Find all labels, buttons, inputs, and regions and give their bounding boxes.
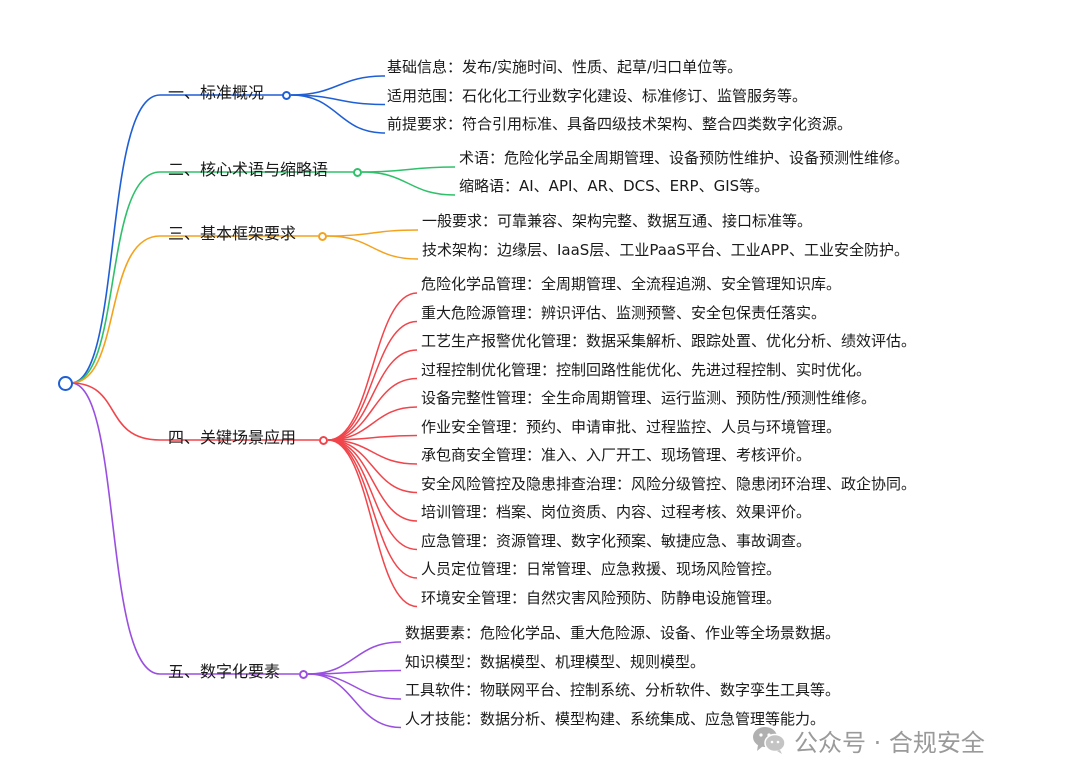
leaf-edge	[327, 349, 418, 441]
leaf-item: 作业安全管理：预约、申请审批、过程监控、人员与环境管理。	[421, 417, 842, 436]
leaf-edge	[327, 406, 418, 441]
leaf-item: 安全风险管控及隐患排查治理：风险分级管控、隐患闭环治理、政企协同。	[421, 474, 917, 493]
leaf-item: 培训管理：档案、岗位资质、内容、过程考核、效果评价。	[421, 503, 812, 521]
category-node[interactable]	[352, 167, 362, 177]
category-title: 五、数字化要素	[168, 662, 281, 681]
leaf-edge	[327, 439, 418, 494]
category-title: 一、标准概况	[168, 83, 265, 102]
branch-edge	[70, 94, 161, 384]
leaf-item: 危险化学品管理：全周期管理、全流程追溯、安全管理知识库。	[421, 275, 842, 293]
leaf-edge	[327, 439, 418, 465]
category-node[interactable]	[298, 669, 308, 679]
leaf-item: 承包商安全管理：准入、入厂开工、现场管理、考核评价。	[421, 446, 812, 464]
leaf-item: 设备完整性管理：全生命周期管理、运行监测、预防性/预测性维修。	[421, 389, 877, 407]
leaf-edge	[307, 669, 402, 675]
leaf-edge	[326, 229, 419, 237]
leaf-edge	[290, 94, 386, 134]
leaf-edge	[307, 641, 402, 675]
leaf-edge	[327, 439, 418, 551]
branch-edge	[70, 235, 161, 384]
wechat-icon	[753, 727, 786, 754]
category-title: 三、基本框架要求	[168, 224, 297, 243]
leaf-item: 工艺生产报警优化管理：数据采集解析、跟踪处置、优化分析、绩效评估。	[421, 332, 917, 350]
leaf-item: 前提要求：符合引用标准、具备四级技术架构、整合四类数字化资源。	[387, 115, 853, 133]
root-node[interactable]	[57, 375, 73, 391]
leaf-item: 知识模型：数据模型、机理模型、规则模型。	[405, 652, 706, 671]
leaf-edge	[327, 377, 418, 441]
leaf-item: 过程控制优化管理：控制回路性能优化、先进过程控制、实时优化。	[421, 360, 872, 379]
leaf-edge	[361, 171, 456, 196]
leaf-item: 一般要求：可靠兼容、架构完整、数据互通、接口标准等。	[422, 212, 813, 230]
leaf-item: 人员定位管理：日常管理、应急救援、现场风险管控。	[421, 560, 782, 578]
leaf-item: 应急管理：资源管理、数字化预案、敏捷应急、事故调查。	[421, 531, 812, 550]
category-node[interactable]	[281, 90, 291, 100]
leaf-item: 基础信息：发布/实施时间、性质、起草/归口单位等。	[387, 58, 743, 76]
leaf-edge	[361, 166, 456, 173]
leaf-edge	[307, 673, 402, 729]
leaf-edge	[327, 439, 418, 579]
leaf-edge	[327, 320, 418, 441]
category-node[interactable]	[318, 435, 328, 445]
leaf-item: 环境安全管理：自然灾害风险预防、防静电设施管理。	[421, 588, 782, 607]
leaf-edge	[326, 235, 419, 260]
watermark-text: 公众号 · 合规安全	[794, 728, 985, 757]
leaf-item: 术语：危险化学品全周期管理、设备预防性维护、设备预测性维修。	[459, 149, 910, 167]
leaf-edge	[290, 75, 386, 96]
category-title: 二、核心术语与缩略语	[168, 160, 329, 179]
branch-edge	[70, 382, 161, 441]
leaf-edge	[327, 434, 418, 441]
category-title: 四、关键场景应用	[168, 428, 297, 447]
leaf-item: 人才技能：数据分析、模型构建、系统集成、应急管理等能力。	[405, 709, 826, 728]
leaf-edge	[327, 439, 418, 522]
branch-edge	[70, 382, 161, 675]
leaf-item: 数据要素：危险化学品、重大危险源、设备、作业等全场景数据。	[405, 624, 841, 642]
leaf-item: 适用范围：石化化工行业数字化建设、标准修订、监管服务等。	[387, 86, 808, 105]
leaf-edge	[327, 292, 418, 441]
leaf-item: 工具软件：物联网平台、控制系统、分析软件、数字孪生工具等。	[405, 681, 841, 699]
branch-edge	[70, 171, 161, 384]
leaf-item: 缩略语：AI、API、AR、DCS、ERP、GIS等。	[459, 177, 770, 195]
leaf-edge	[327, 439, 418, 608]
category-node[interactable]	[317, 231, 327, 241]
leaf-item: 重大危险源管理：辨识评估、监测预警、安全包保责任落实。	[421, 303, 827, 322]
leaf-edge	[307, 673, 402, 700]
leaf-item: 技术架构：边缘层、IaaS层、工业PaaS平台、工业APP、工业安全防护。	[422, 241, 909, 259]
watermark: 公众号 · 合规安全	[752, 722, 985, 758]
leaf-edge	[290, 94, 386, 106]
